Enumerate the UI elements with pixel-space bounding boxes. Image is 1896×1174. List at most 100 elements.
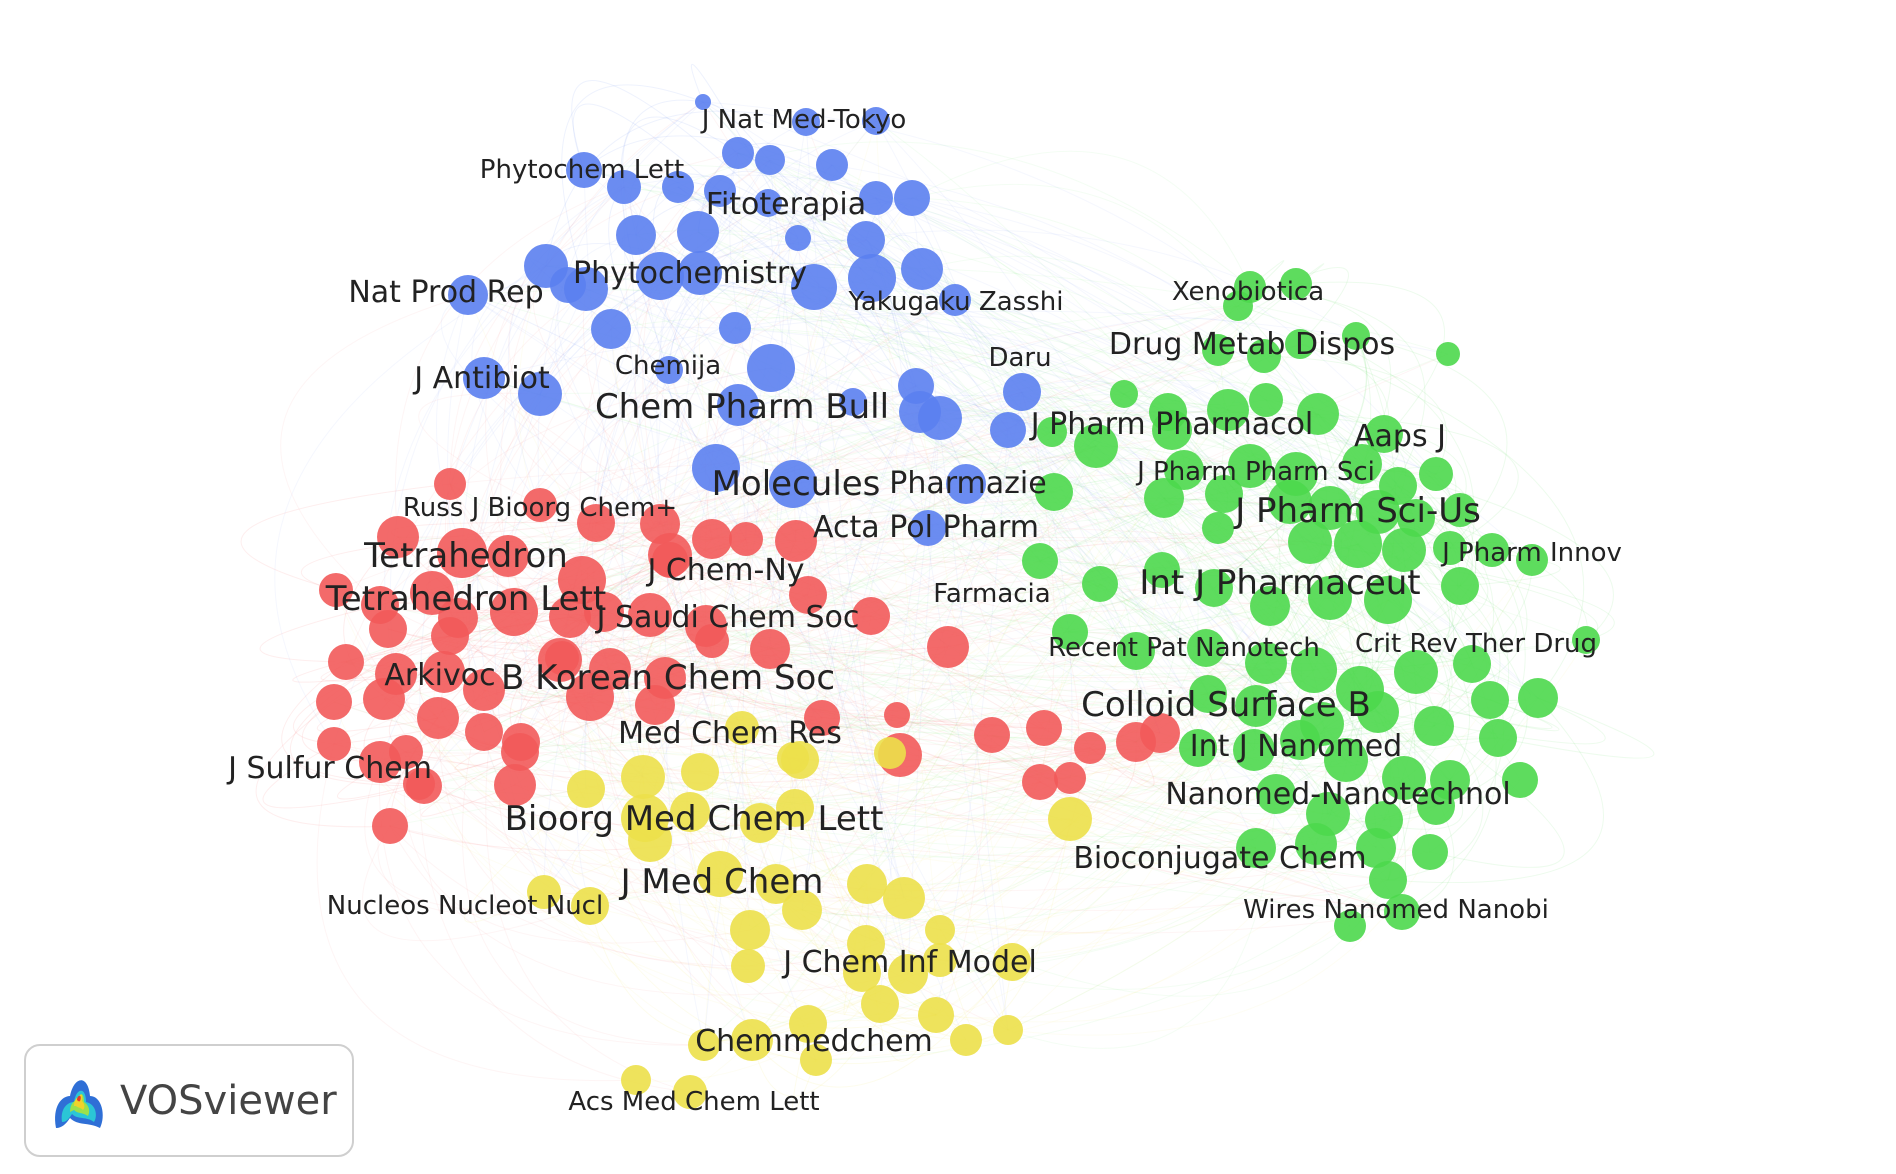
yellow-cluster-node[interactable] bbox=[1048, 797, 1092, 841]
red-cluster-node[interactable] bbox=[463, 669, 505, 711]
node-label[interactable]: Daru bbox=[988, 343, 1051, 373]
yellow-cluster-node[interactable] bbox=[925, 915, 955, 945]
green-cluster-node[interactable] bbox=[1518, 678, 1558, 718]
red-cluster-node[interactable] bbox=[1074, 732, 1106, 764]
green-cluster-node[interactable] bbox=[1250, 586, 1290, 626]
green-cluster-node[interactable] bbox=[1187, 629, 1225, 667]
yellow-cluster-node[interactable] bbox=[923, 943, 957, 977]
red-cluster-node[interactable] bbox=[750, 629, 790, 669]
green-cluster-node[interactable] bbox=[1364, 576, 1412, 624]
node-label[interactable]: J Antibiot bbox=[412, 361, 550, 396]
green-cluster-node[interactable] bbox=[1202, 512, 1234, 544]
node-label[interactable]: Med Chem Res bbox=[618, 716, 842, 751]
green-cluster-node[interactable] bbox=[1152, 410, 1192, 450]
blue-cluster-node[interactable] bbox=[755, 145, 785, 175]
blue-cluster-node[interactable] bbox=[990, 412, 1026, 448]
yellow-cluster-node[interactable] bbox=[571, 887, 609, 925]
green-cluster-node[interactable] bbox=[1223, 291, 1253, 321]
node-label[interactable]: J Chem Inf Model bbox=[781, 945, 1037, 980]
node-label[interactable]: J Med Chem bbox=[619, 862, 824, 902]
red-cluster-node[interactable] bbox=[1022, 764, 1058, 800]
blue-cluster-node[interactable] bbox=[518, 372, 562, 416]
blue-cluster-node[interactable] bbox=[1003, 373, 1041, 411]
red-cluster-node[interactable] bbox=[635, 685, 675, 725]
green-cluster-node[interactable] bbox=[1334, 520, 1382, 568]
green-cluster-node[interactable] bbox=[1082, 566, 1118, 602]
node-label[interactable]: Farmacia bbox=[933, 579, 1050, 609]
blue-cluster-node[interactable] bbox=[901, 248, 943, 290]
green-cluster-node[interactable] bbox=[1144, 552, 1180, 588]
red-cluster-node[interactable] bbox=[494, 764, 536, 806]
blue-cluster-node[interactable] bbox=[677, 211, 719, 253]
node-label[interactable]: Nat Prod Rep bbox=[348, 275, 543, 310]
green-cluster-node[interactable] bbox=[1256, 774, 1296, 814]
green-cluster-node[interactable] bbox=[1441, 567, 1479, 605]
blue-cluster-node[interactable] bbox=[791, 264, 837, 310]
red-cluster-node[interactable] bbox=[584, 592, 624, 632]
yellow-cluster-node[interactable] bbox=[730, 910, 770, 950]
yellow-cluster-node[interactable] bbox=[731, 1019, 773, 1061]
yellow-cluster-node[interactable] bbox=[993, 943, 1031, 981]
node-label[interactable]: Fitoterapia bbox=[706, 187, 866, 222]
yellow-cluster-node[interactable] bbox=[621, 755, 665, 799]
green-cluster-node[interactable] bbox=[1369, 861, 1407, 899]
yellow-cluster-node[interactable] bbox=[628, 818, 672, 862]
green-cluster-node[interactable] bbox=[1502, 762, 1538, 798]
red-cluster-node[interactable] bbox=[804, 700, 840, 736]
node-label[interactable]: Phytochemistry bbox=[573, 256, 807, 291]
green-cluster-node[interactable] bbox=[1117, 632, 1155, 670]
node-label[interactable]: Drug Metab Dispos bbox=[1109, 327, 1395, 362]
green-cluster-node[interactable] bbox=[1382, 528, 1426, 572]
blue-cluster-node[interactable] bbox=[939, 284, 971, 316]
node-label[interactable]: B Korean Chem Soc bbox=[501, 658, 835, 698]
green-cluster-node[interactable] bbox=[1394, 650, 1438, 694]
green-cluster-node[interactable] bbox=[1412, 834, 1448, 870]
green-cluster-node[interactable] bbox=[1417, 787, 1455, 825]
blue-cluster-node[interactable] bbox=[859, 181, 893, 215]
red-cluster-node[interactable] bbox=[490, 588, 538, 636]
red-cluster-node[interactable] bbox=[363, 678, 405, 720]
red-cluster-node[interactable] bbox=[545, 641, 579, 675]
yellow-cluster-node[interactable] bbox=[874, 737, 906, 769]
yellow-cluster-node[interactable] bbox=[950, 1024, 982, 1056]
red-cluster-node[interactable] bbox=[417, 697, 459, 739]
red-cluster-node[interactable] bbox=[317, 727, 351, 761]
red-cluster-node[interactable] bbox=[389, 735, 423, 769]
blue-cluster-node[interactable] bbox=[692, 444, 740, 492]
blue-cluster-node[interactable] bbox=[816, 149, 848, 181]
blue-cluster-node[interactable] bbox=[616, 215, 656, 255]
red-cluster-node[interactable] bbox=[437, 528, 487, 578]
red-cluster-node[interactable] bbox=[465, 713, 503, 751]
red-cluster-node[interactable] bbox=[775, 520, 817, 562]
green-cluster-node[interactable] bbox=[1207, 389, 1249, 431]
green-cluster-node[interactable] bbox=[1308, 576, 1352, 620]
blue-cluster-node[interactable] bbox=[722, 137, 754, 169]
green-cluster-node[interactable] bbox=[1365, 415, 1403, 453]
green-cluster-node[interactable] bbox=[1433, 531, 1467, 565]
green-cluster-node[interactable] bbox=[1205, 475, 1243, 513]
node-label[interactable]: Acs Med Chem Lett bbox=[568, 1087, 819, 1117]
yellow-cluster-node[interactable] bbox=[861, 985, 899, 1023]
node-label[interactable]: Russ J Bioorg Chem+ bbox=[403, 493, 677, 523]
red-cluster-node[interactable] bbox=[316, 684, 352, 720]
green-cluster-node[interactable] bbox=[1189, 675, 1227, 713]
green-cluster-node[interactable] bbox=[1342, 322, 1370, 350]
red-cluster-node[interactable] bbox=[487, 535, 529, 577]
green-cluster-node[interactable] bbox=[1397, 499, 1435, 537]
node-label[interactable]: Recent Pat Nanotech bbox=[1048, 633, 1320, 663]
yellow-cluster-node[interactable] bbox=[777, 742, 809, 774]
yellow-cluster-node[interactable] bbox=[740, 803, 780, 843]
node-label[interactable]: Phytochem Lett bbox=[480, 155, 684, 185]
node-label[interactable]: Aaps J bbox=[1354, 419, 1446, 454]
blue-cluster-node[interactable] bbox=[717, 384, 759, 426]
blue-cluster-node[interactable] bbox=[678, 251, 722, 295]
blue-cluster-node[interactable] bbox=[719, 312, 751, 344]
yellow-cluster-node[interactable] bbox=[670, 792, 710, 832]
green-cluster-node[interactable] bbox=[1228, 444, 1272, 488]
node-label[interactable]: Chem Pharm Bull bbox=[595, 387, 889, 427]
blue-cluster-node[interactable] bbox=[655, 356, 683, 384]
red-cluster-node[interactable] bbox=[884, 702, 910, 728]
node-label[interactable]: Colloid Surface B bbox=[1081, 685, 1371, 725]
yellow-cluster-node[interactable] bbox=[918, 997, 954, 1033]
green-cluster-node[interactable] bbox=[1195, 569, 1233, 607]
